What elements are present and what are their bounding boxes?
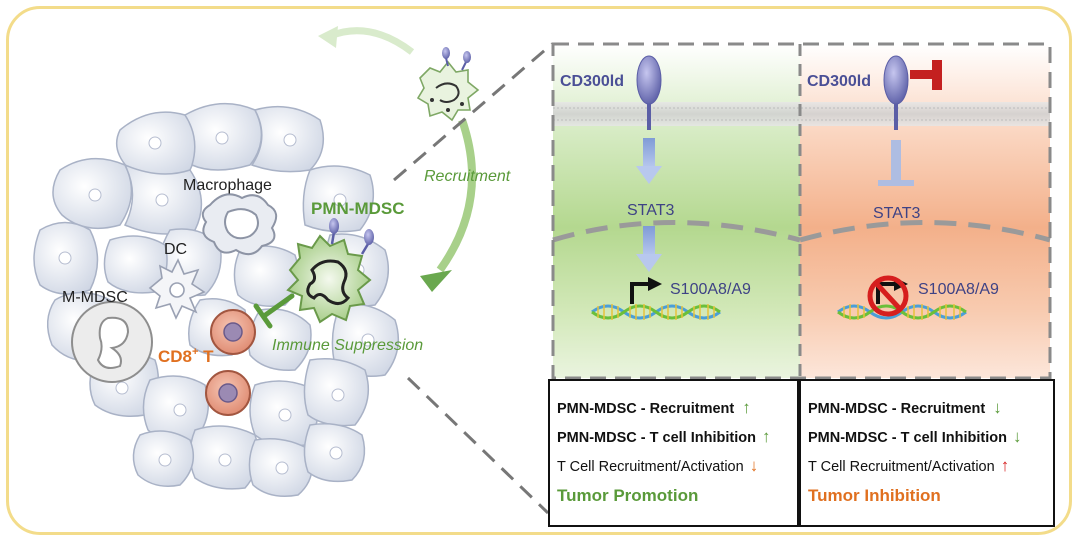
zoom-panel-border — [551, 42, 1052, 380]
outer-frame — [6, 6, 1072, 535]
stat3-label-left: STAT3 — [627, 202, 675, 219]
promotion-summary-box — [548, 379, 799, 527]
promotion-pathway-bg — [553, 44, 800, 378]
dna-helix-left — [591, 304, 721, 320]
tumor-promotion-label: Tumor Promotion — [557, 486, 698, 505]
gene-label-left: S100A8/A9 — [670, 281, 751, 298]
cd8-t-label: CD8+ T — [158, 346, 214, 366]
macrophage-label: Macrophage — [183, 177, 272, 194]
small-pmn-mdsc-cell — [416, 47, 480, 122]
recruitment-arrow — [436, 118, 476, 273]
promotion-row-2: PMN-MDSC - T cell Inhibition↑ — [557, 427, 770, 446]
stat3-label-right: STAT3 — [873, 205, 921, 222]
nuclear-envelope-left — [552, 220, 801, 243]
zoom-lines — [393, 42, 553, 515]
cd8-t-cell-1 — [210, 309, 256, 355]
pmn-mdsc-cell — [286, 218, 374, 324]
inhibition-summary-box — [799, 379, 1055, 527]
cd300ld-label-left: CD300ld — [560, 73, 624, 90]
macrophage-cell — [201, 193, 278, 256]
dc-label: DC — [164, 241, 187, 258]
inhibition-pathway-bg — [800, 44, 1050, 378]
inhibition-row-3: T Cell Recruitment/Activation↑ — [808, 456, 1009, 475]
dna-helix-right — [837, 304, 967, 320]
recruitment-label: Recruitment — [424, 168, 511, 185]
promotion-row-1: PMN-MDSC - Recruitment↑ — [557, 398, 751, 417]
m-mdsc-label: M-MDSC — [62, 289, 128, 306]
cd300ld-receptor-left — [636, 55, 662, 130]
no-transcription-icon — [867, 275, 909, 317]
cd8-t-cell-2 — [205, 370, 251, 416]
suppression-inhibit-bar — [253, 293, 295, 329]
transcription-start-arrow-left — [630, 277, 662, 304]
inhibition-row-2: PMN-MDSC - T cell Inhibition↓ — [808, 427, 1021, 446]
return-arrow — [328, 27, 415, 55]
activation-arrow-2 — [636, 226, 662, 272]
pmn-mdsc-label: PMN-MDSC — [311, 199, 405, 218]
inhibition-tbar — [878, 140, 914, 186]
gene-label-right: S100A8/A9 — [918, 281, 999, 298]
cd300ld-label-right: CD300ld — [807, 73, 871, 90]
immune-suppression-label: Immune Suppression — [272, 337, 423, 354]
cd300ld-receptor-right — [883, 55, 909, 130]
dendritic-cell — [148, 258, 206, 320]
inhibition-row-1: PMN-MDSC - Recruitment↓ — [808, 398, 1002, 417]
m-mdsc-cell — [71, 301, 153, 383]
tumor-inhibition-label: Tumor Inhibition — [808, 486, 941, 505]
blocker-icon — [910, 60, 942, 90]
nuclear-envelope-right — [799, 220, 1051, 243]
activation-arrow-1 — [636, 138, 662, 184]
promotion-row-3: T Cell Recruitment/Activation↓ — [557, 456, 758, 475]
